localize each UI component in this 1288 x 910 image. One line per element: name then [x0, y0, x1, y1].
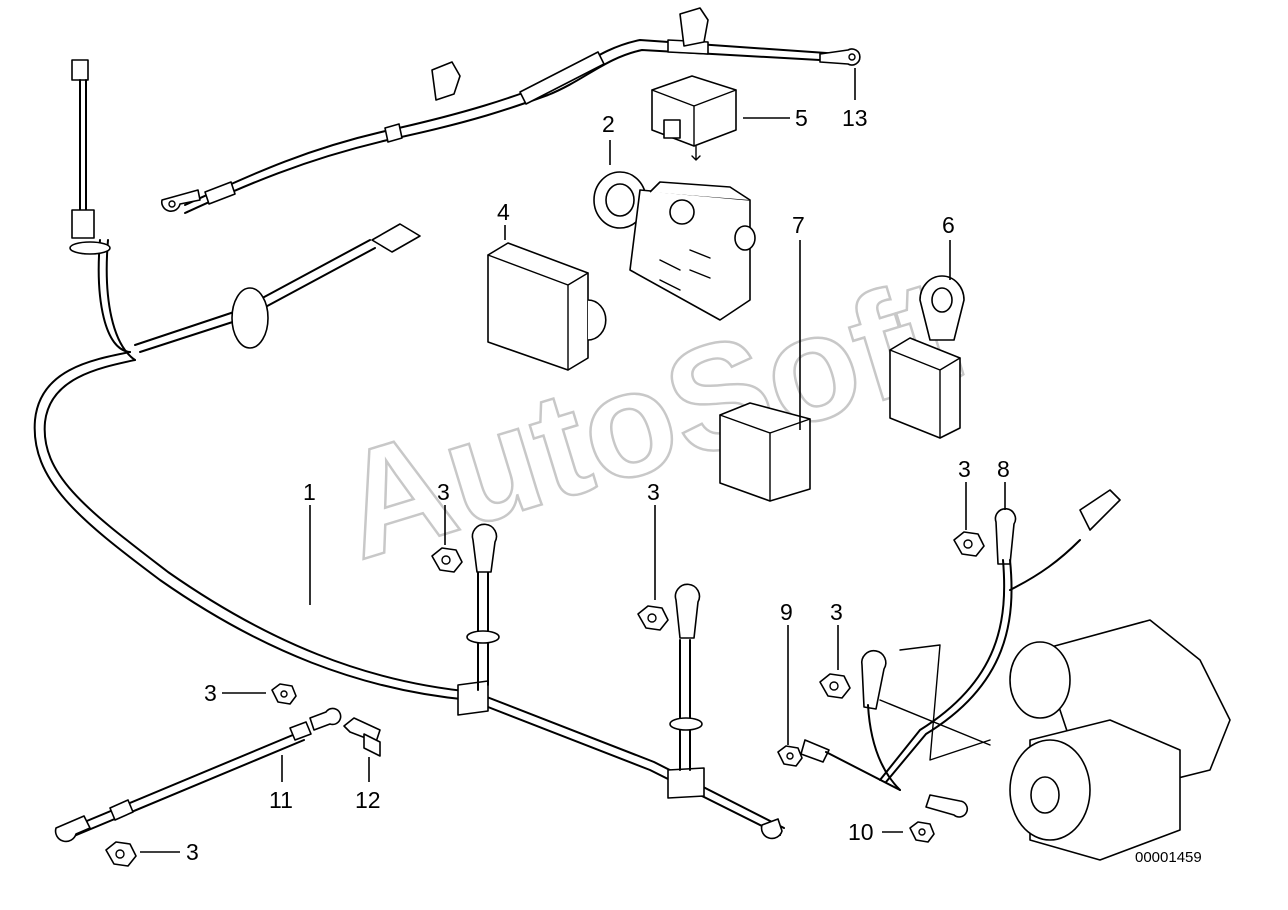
nut-3-e[interactable] [271, 683, 297, 705]
cable-11[interactable] [54, 707, 342, 843]
nut-3-a[interactable] [431, 547, 463, 573]
callout-4: 4 [497, 199, 510, 225]
callout-6: 6 [942, 212, 955, 238]
box-7[interactable] [719, 402, 811, 502]
callout-13: 13 [842, 105, 868, 131]
callout-5: 5 [795, 105, 808, 131]
callout-1: 1 [303, 479, 316, 505]
callout-8: 8 [997, 456, 1010, 482]
callout-3-b: 3 [647, 479, 660, 505]
leader-lines [140, 68, 1006, 853]
nut-10[interactable] [909, 821, 935, 843]
callout-10: 10 [848, 819, 874, 845]
starter-motor[interactable] [1009, 489, 1231, 861]
nut-3-b[interactable] [637, 605, 669, 631]
bolt-12[interactable] [343, 717, 381, 757]
callout-3-a: 3 [437, 479, 450, 505]
relay-5[interactable] [651, 75, 737, 161]
terminal-block-2[interactable] [593, 171, 756, 321]
main-cable-1[interactable] [33, 59, 785, 840]
nut-3-c[interactable] [953, 531, 985, 557]
callout-3-f: 3 [186, 839, 199, 865]
nut-9[interactable] [777, 745, 803, 767]
cable-8[interactable] [800, 508, 1017, 818]
callouts: 1 2 3 3 3 3 3 3 4 5 6 7 8 9 10 11 12 13 [186, 105, 1010, 865]
cover-4[interactable] [487, 242, 607, 371]
callout-2: 2 [602, 111, 615, 137]
battery-cable-13[interactable] [160, 7, 861, 214]
callout-9: 9 [780, 599, 793, 625]
nut-3-f[interactable] [105, 841, 137, 867]
callout-3-c: 3 [958, 456, 971, 482]
watermark: AutoSoft [320, 245, 975, 591]
nut-3-d[interactable] [819, 673, 851, 699]
callout-7: 7 [792, 212, 805, 238]
bracket-6[interactable] [889, 275, 965, 439]
catalog-code: 00001459 [1135, 849, 1202, 866]
callout-11: 11 [269, 787, 293, 813]
callout-3-d: 3 [830, 599, 843, 625]
callout-3-e: 3 [204, 680, 217, 706]
callout-12: 12 [355, 787, 381, 813]
